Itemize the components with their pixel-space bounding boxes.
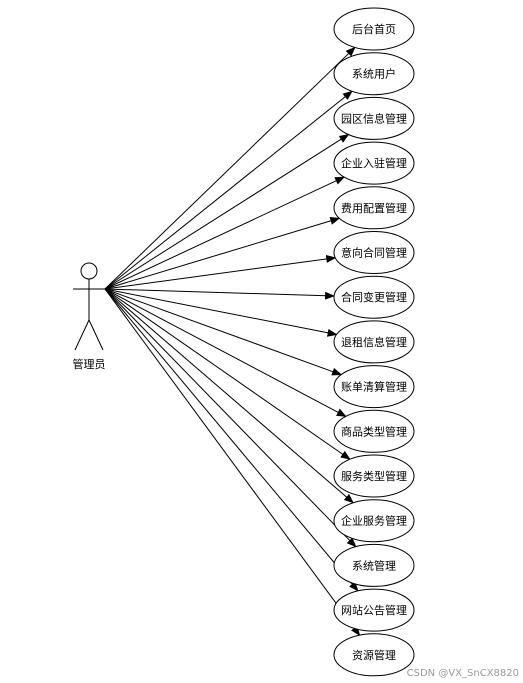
use-case-5[interactable]: 费用配置管理 bbox=[333, 186, 415, 230]
use-case-2[interactable]: 系统用户 bbox=[333, 52, 415, 96]
use-case-ellipse bbox=[333, 633, 415, 677]
association-arrow-4 bbox=[104, 176, 346, 290]
association-arrow-1 bbox=[104, 46, 356, 290]
association-arrow-8 bbox=[104, 288, 338, 337]
use-case-13[interactable]: 系统管理 bbox=[333, 543, 415, 587]
use-case-ellipse bbox=[333, 231, 415, 274]
use-case-label: 系统用户 bbox=[352, 67, 396, 81]
use-case-label: 企业入驻管理 bbox=[341, 156, 407, 170]
use-case-7[interactable]: 合同变更管理 bbox=[333, 275, 415, 319]
use-case-ellipse bbox=[333, 409, 415, 453]
use-case-label: 合同变更管理 bbox=[341, 290, 407, 304]
use-case-ellipse bbox=[333, 499, 415, 543]
use-case-14[interactable]: 网站公告管理 bbox=[333, 588, 415, 632]
use-case-ellipse bbox=[333, 320, 415, 364]
use-case-ellipse bbox=[333, 275, 415, 319]
use-case-ellipse bbox=[333, 365, 415, 409]
association-arrow-15 bbox=[104, 288, 361, 637]
use-case-label: 费用配置管理 bbox=[341, 201, 407, 215]
use-cases: 后台首页系统用户园区信息管理企业入驻管理费用配置管理意向合同管理合同变更管理退租… bbox=[333, 7, 415, 677]
use-case-11[interactable]: 服务类型管理 bbox=[333, 454, 415, 498]
association-arrow-9 bbox=[104, 288, 343, 376]
use-case-ellipse bbox=[333, 543, 415, 587]
association-arrow-13 bbox=[104, 288, 357, 548]
use-case-label: 商品类型管理 bbox=[341, 424, 407, 438]
use-case-9[interactable]: 账单清算管理 bbox=[333, 365, 415, 409]
association-arrow-5 bbox=[104, 217, 341, 290]
association-arrow-6 bbox=[104, 254, 337, 290]
use-case-12[interactable]: 企业服务管理 bbox=[333, 499, 415, 543]
use-case-4[interactable]: 企业入驻管理 bbox=[333, 141, 415, 185]
actor-label: 管理员 bbox=[73, 357, 106, 371]
use-case-label: 园区信息管理 bbox=[341, 111, 407, 125]
association-arrow-7 bbox=[104, 288, 336, 300]
use-case-ellipse bbox=[333, 186, 415, 230]
association-arrow-14 bbox=[104, 288, 359, 592]
use-case-ellipse bbox=[333, 96, 415, 140]
association-arrow-2 bbox=[104, 90, 353, 290]
use-case-label: 退租信息管理 bbox=[341, 335, 407, 349]
actor-head bbox=[80, 262, 98, 280]
use-case-ellipse bbox=[333, 7, 415, 51]
use-case-10[interactable]: 商品类型管理 bbox=[333, 409, 415, 453]
use-case-label: 后台首页 bbox=[352, 22, 396, 36]
use-case-8[interactable]: 退租信息管理 bbox=[333, 320, 415, 364]
use-case-15[interactable]: 资源管理 bbox=[333, 633, 415, 677]
actor-right-leg bbox=[88, 319, 104, 351]
use-case-label: 网站公告管理 bbox=[341, 603, 407, 617]
use-case-ellipse bbox=[333, 454, 415, 498]
use-case-label: 意向合同管理 bbox=[341, 246, 407, 260]
association-arrow-12 bbox=[104, 288, 354, 504]
actor-administrator: 管理员 bbox=[73, 262, 106, 371]
use-case-label: 账单清算管理 bbox=[341, 380, 407, 394]
use-case-label: 系统管理 bbox=[352, 558, 396, 572]
association-arrow-3 bbox=[104, 134, 350, 290]
use-case-1[interactable]: 后台首页 bbox=[333, 7, 415, 51]
watermark: CSDN @VX_SnCX8820 bbox=[406, 668, 519, 679]
use-case-ellipse bbox=[333, 588, 415, 632]
use-case-ellipse bbox=[333, 141, 415, 185]
use-case-ellipse bbox=[333, 52, 415, 96]
association-arrow-10 bbox=[104, 288, 347, 417]
actor-left-leg bbox=[74, 319, 90, 351]
association-arrow-11 bbox=[104, 288, 351, 460]
association-lines bbox=[104, 46, 361, 637]
use-case-label: 服务类型管理 bbox=[341, 469, 407, 483]
use-case-3[interactable]: 园区信息管理 bbox=[333, 96, 415, 140]
use-case-label: 资源管理 bbox=[352, 648, 396, 662]
use-case-6[interactable]: 意向合同管理 bbox=[333, 231, 415, 274]
use-case-label: 企业服务管理 bbox=[341, 514, 407, 528]
